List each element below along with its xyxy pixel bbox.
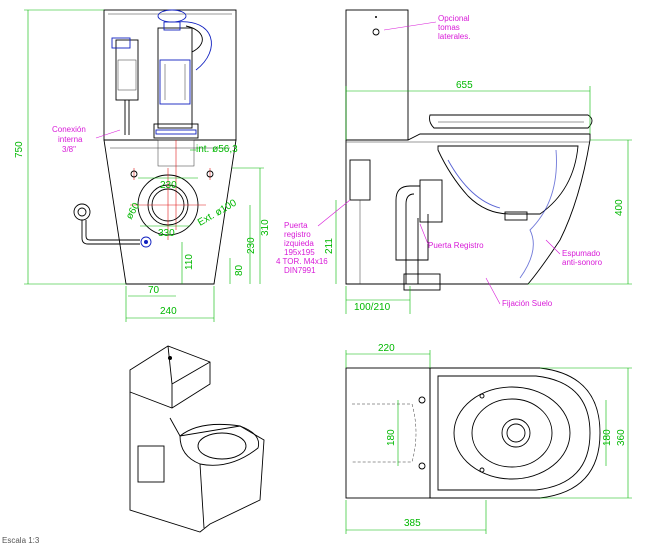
dim-310: 310 xyxy=(260,219,271,236)
access-door-label-6: DIN7991 xyxy=(284,266,316,275)
optional-note-line2: tomas xyxy=(438,23,460,32)
dim-180-left: 180 xyxy=(386,429,397,446)
access-door-label-4: 195x195 xyxy=(284,248,315,257)
dim-211: 211 xyxy=(324,238,335,254)
side-bowl-outline xyxy=(345,133,591,285)
dim-inner-diameter: int. ø56,3 xyxy=(196,144,238,155)
dim-230-side: 230 xyxy=(246,237,257,254)
flush-valve xyxy=(153,9,212,139)
dim-height: 400 xyxy=(614,199,625,216)
plan-bowl-outline xyxy=(429,367,601,499)
dim-385: 385 xyxy=(404,518,421,529)
foam-label-1: Espumado xyxy=(562,249,601,258)
dim-60: ø60 xyxy=(124,201,142,222)
floor-fixing-label: Fijación Suelo xyxy=(502,299,553,308)
seat-lid xyxy=(429,114,593,129)
access-door xyxy=(349,159,371,201)
register-door-label: Puerta Registro xyxy=(428,241,484,250)
dim-330: 330 xyxy=(158,228,175,239)
dim-110: 110 xyxy=(184,254,195,270)
dim-outlet-diameter: Ext. ø100 xyxy=(196,197,239,228)
access-door-label-3: izquieda xyxy=(284,239,314,248)
dim-length: 655 xyxy=(456,80,473,91)
plan-view: 220 180 180 360 385 xyxy=(345,343,632,534)
dim-70: 70 xyxy=(148,285,160,296)
front-view: 750 Conexión interna 3/8" int. ø56,3 230… xyxy=(14,9,271,322)
access-door-label-5: 4 TOR. M4x16 xyxy=(276,257,328,266)
dim-overall-height: 750 xyxy=(14,141,25,158)
foam-label-2: anti-sonoro xyxy=(562,258,603,267)
access-door-label-2: registro xyxy=(284,230,311,239)
connection-label-line1: Conexión xyxy=(52,125,86,134)
isometric-view xyxy=(129,345,265,533)
dim-100-210: 100/210 xyxy=(354,302,391,313)
cistern-outline xyxy=(103,9,237,141)
access-door-label-1: Puerta xyxy=(284,221,308,230)
connection-label-line3: 3/8" xyxy=(62,145,76,154)
side-view: Opcional tomas laterales. 655 xyxy=(276,9,632,314)
scale-label: Escala 1:3 xyxy=(2,536,40,545)
optional-note-line3: laterales. xyxy=(438,32,470,41)
dim-180-right: 180 xyxy=(602,429,613,446)
dim-80: 80 xyxy=(234,264,245,276)
water-inlet-pipe xyxy=(73,203,152,248)
side-drain-pipe xyxy=(395,179,443,291)
connection-label-line2: interna xyxy=(58,135,83,144)
dim-360: 360 xyxy=(616,429,627,446)
optional-note-line1: Opcional xyxy=(438,14,470,23)
dim-width: 240 xyxy=(160,306,177,317)
dim-230-top: 230 xyxy=(160,180,177,191)
dim-220: 220 xyxy=(378,343,395,354)
fill-valve xyxy=(111,37,139,135)
